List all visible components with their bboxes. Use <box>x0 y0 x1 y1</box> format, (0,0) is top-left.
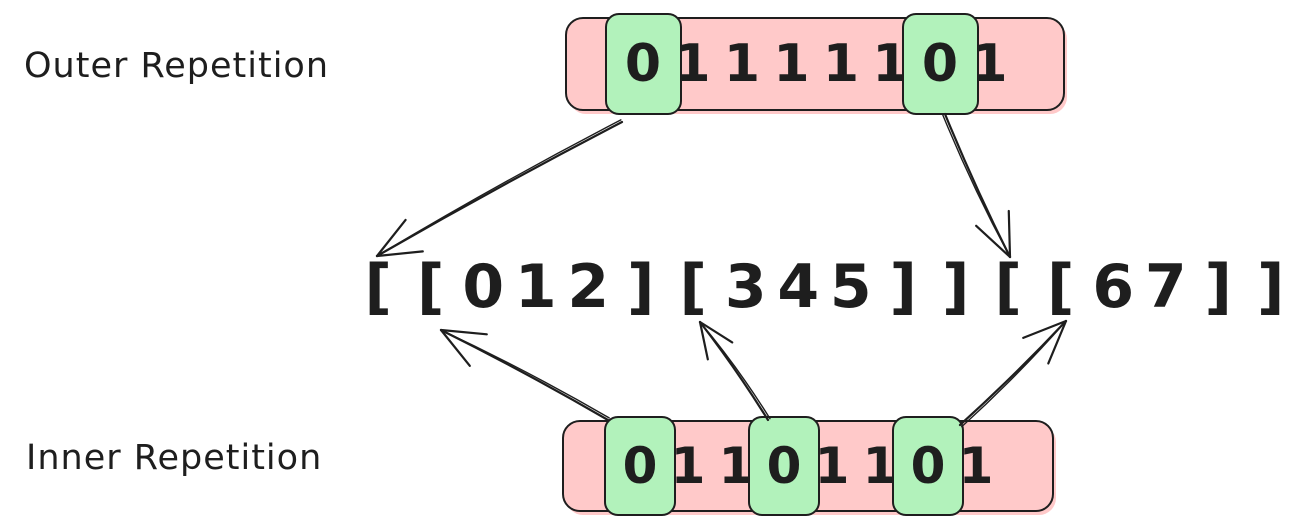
expression-token-1: [ <box>417 252 445 322</box>
outer-highlight-cell-0 <box>604 13 682 115</box>
expression-token-16: ] <box>1204 252 1232 322</box>
expression-token-3: 1 <box>514 252 557 322</box>
inner-bit-4: 1 <box>814 437 850 495</box>
expression-token-6: [ <box>679 252 707 322</box>
expression-token-2: 0 <box>462 252 505 322</box>
outer-bit-4: 1 <box>822 34 860 94</box>
inner-bit-5: 1 <box>862 437 898 495</box>
expression-token-5: ] <box>627 252 655 322</box>
inner-arrow-right <box>958 319 1068 428</box>
expression-token-17: ] <box>1257 252 1285 322</box>
expression-token-13: [ <box>1047 252 1075 322</box>
inner-highlight-cell-6 <box>892 416 964 516</box>
expression-token-10: ] <box>889 252 917 322</box>
expression-token-9: 5 <box>829 252 872 322</box>
inner-highlight-cell-0 <box>604 416 676 516</box>
outer-bit-3: 1 <box>773 34 810 94</box>
expression-token-12: [ <box>994 252 1022 322</box>
outer-highlight-cell-6 <box>901 13 979 115</box>
inner-bit-6: 0 <box>910 437 946 495</box>
expression-token-11: ] <box>942 252 970 322</box>
inner-arrow-left-barb <box>439 328 488 336</box>
inner-repetition-label: Inner Repetition <box>26 438 323 478</box>
inner-bit-1: 1 <box>670 437 706 495</box>
outer-bit-0: 0 <box>624 34 662 94</box>
expression-token-14: 6 <box>1092 252 1135 322</box>
inner-highlight-cell-3 <box>748 416 820 516</box>
inner-bit-3: 0 <box>766 437 802 495</box>
expression-token-7: 3 <box>724 252 767 322</box>
expression-token-0: [ <box>364 252 392 322</box>
outer-repetition-label: Outer Repetition <box>24 46 330 86</box>
inner-arrow-left <box>439 328 610 422</box>
inner-bit-0: 0 <box>622 437 658 495</box>
outer-bit-1: 1 <box>674 34 711 94</box>
inner-bit-2: 1 <box>718 437 754 495</box>
outer-bit-7: 1 <box>971 34 1008 94</box>
inner-arrow-middle <box>698 320 771 422</box>
expression-token-8: 4 <box>777 252 820 322</box>
inner-bit-7: 1 <box>958 437 994 495</box>
expression-token-4: 2 <box>567 252 610 322</box>
outer-bit-2: 1 <box>723 34 761 94</box>
outer-bit-6: 0 <box>921 34 959 94</box>
outer-arrow-right <box>942 112 1012 259</box>
outer-arrow-left <box>375 119 624 258</box>
inner-arrow-left-barb <box>439 328 471 367</box>
expression-token-15: 7 <box>1144 252 1187 322</box>
